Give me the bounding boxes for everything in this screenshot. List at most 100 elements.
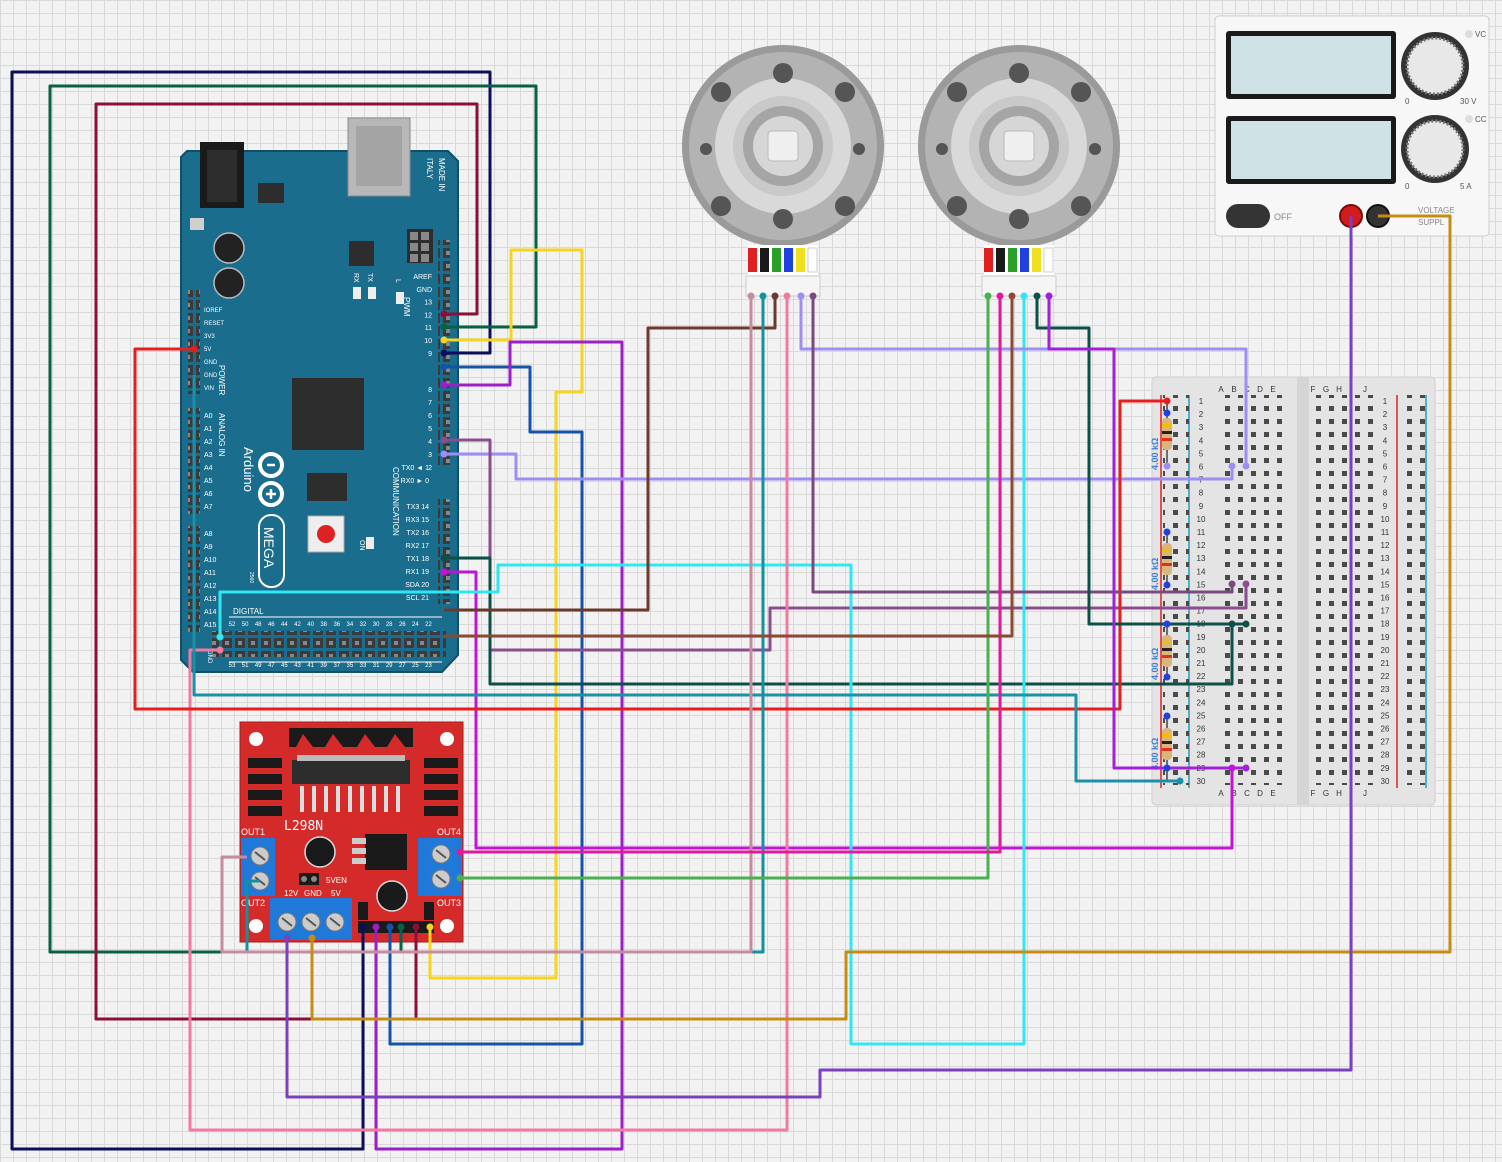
wire-navy-pin9[interactable] [10,70,492,1151]
row-number: 16 [1197,594,1206,603]
wire-lavender-pin2[interactable] [444,452,1234,481]
digital-pin-label: 26 [399,622,406,628]
left-terminal-holes[interactable] [1218,395,1283,785]
digital-bottom-header[interactable] [212,631,446,657]
digital-pin-label: 39 [320,663,327,669]
wire-plum-motor1[interactable] [811,296,1234,594]
digital-pin-label: 25 [412,663,419,669]
column-label: H [1336,789,1342,798]
right-terminal-holes[interactable] [1309,395,1374,785]
input-header[interactable] [358,921,434,933]
communication-header[interactable] [438,499,450,604]
column-label: A [1218,789,1224,798]
digital-pin-label: 41 [307,663,314,669]
wire-purple-motor2[interactable] [1047,296,1246,770]
row-number: 11 [1381,528,1390,537]
analog-pin-label: A2 [204,439,213,446]
wire-brown-motor1[interactable] [444,296,777,612]
wire-orange-psu[interactable] [310,214,1452,1021]
model-label: MEGA [261,527,277,569]
column-label: G [1323,385,1329,394]
row-number: 2 [1199,410,1204,419]
power-label-gnd: GND [304,889,322,898]
row-number: 14 [1197,567,1206,576]
wire-cyan-5v[interactable] [218,296,1026,1046]
column-label: J [1363,385,1367,394]
resistor-2[interactable]: 4.00 kΩ [1150,532,1172,590]
analog-pin-label: A1 [204,426,213,433]
digital-pin-label: GND [416,287,432,294]
wire-red-5v-rail[interactable] [133,347,1167,711]
analog-pin-label: A6 [204,491,213,498]
wire-blue-pin8[interactable] [388,365,584,1046]
row-number: 24 [1381,698,1390,707]
digital-pin-label: 47 [268,663,275,669]
wire-purple-pin7[interactable] [374,340,624,1151]
row-number: 16 [1381,594,1390,603]
digital-pin-label: 45 [281,663,288,669]
row-number: 4 [1383,436,1388,445]
row-number: 14 [1381,567,1390,576]
digital-pin-label: 24 [412,622,419,628]
row-number: 13 [1381,554,1390,563]
power-label: POWER [217,365,226,395]
wire-violet-pin3[interactable] [444,438,1248,652]
row-number: 23 [1197,685,1206,694]
communication-pin-label: RX0 ► 0 [401,478,429,485]
power-header[interactable] [188,290,200,394]
on-label: ON [358,540,365,551]
digital-pin-label: 46 [268,622,275,628]
digital-pin-label: 48 [255,622,262,628]
analog-pin-label: A8 [204,531,213,538]
wire-green-motor2[interactable] [460,296,990,880]
supply-label-line1: VOLTAGE [1418,206,1455,215]
digital-pin-label: 32 [360,622,367,628]
wire-lavender-motor1[interactable] [799,296,1248,466]
wire-tealblue-gnd-rail[interactable] [192,375,1180,783]
column-label: H [1336,385,1342,394]
vc-label: VC [1475,30,1486,39]
l298n-chip [292,760,410,784]
power-pin-label: IOREF [204,308,223,314]
resistor-label: 4.00 kΩ [1150,738,1160,770]
digital-pin-label: 34 [347,622,354,628]
wire-darkteal-motor2[interactable] [1035,296,1246,626]
wire-magenta-pin19[interactable] [444,570,1234,850]
power-supply[interactable]: VC CC 0 30 V 0 5 A OFF VOLTAGE SUPPL [1214,15,1490,237]
right-rail-holes[interactable] [1399,395,1425,785]
column-label: B [1231,789,1236,798]
made-in-label: MADE IN [437,158,446,192]
arduino-mega-board[interactable]: MADE IN ITALY TX RX L PWM Arduino MEGA 2… [180,117,459,673]
resistor-3[interactable]: 4.00 kΩ [1150,624,1172,680]
digital-pin-label: 42 [294,622,301,628]
icsp-header-2 [307,473,347,501]
digital-pin-label: 9 [428,351,432,358]
wire-brown-motor2[interactable] [444,296,1014,638]
row-number: 3 [1199,423,1204,432]
switch-label: OFF [1274,212,1292,222]
wire-yellow-pin10[interactable] [428,248,584,980]
digital-pin-label: 7 [428,400,432,407]
motor-encoder-1[interactable] [682,45,884,297]
l298n-driver-board[interactable]: L298N 5VEN OUT1 OUT2 OUT3 OUT4 12V GND 5… [239,721,464,943]
wire-magenta-motor2[interactable] [460,296,1002,854]
digital-pin-label: 37 [333,663,340,669]
power-switch[interactable] [1226,204,1270,228]
digital-pin-label: 8 [428,387,432,394]
wire-teal-pin18[interactable] [444,556,1234,686]
motor-encoder-2[interactable] [918,45,1120,297]
digital-pin-label: 10 [424,338,432,345]
brand-label: Arduino [241,447,256,492]
italy-label: ITALY [425,158,434,180]
digital-pin-label: 2 [428,465,432,472]
digital-pin-label: 50 [242,622,249,628]
digital-pin-label: AREF [413,274,432,281]
wire-rose-motor1[interactable] [220,296,753,954]
wire-violet-psu[interactable] [285,216,1353,1099]
digital-pin-label: 30 [373,622,380,628]
communication-pin-label: RX1 19 [406,569,429,576]
wire-endpoints [190,292,1250,942]
row-number: 5 [1383,449,1388,458]
